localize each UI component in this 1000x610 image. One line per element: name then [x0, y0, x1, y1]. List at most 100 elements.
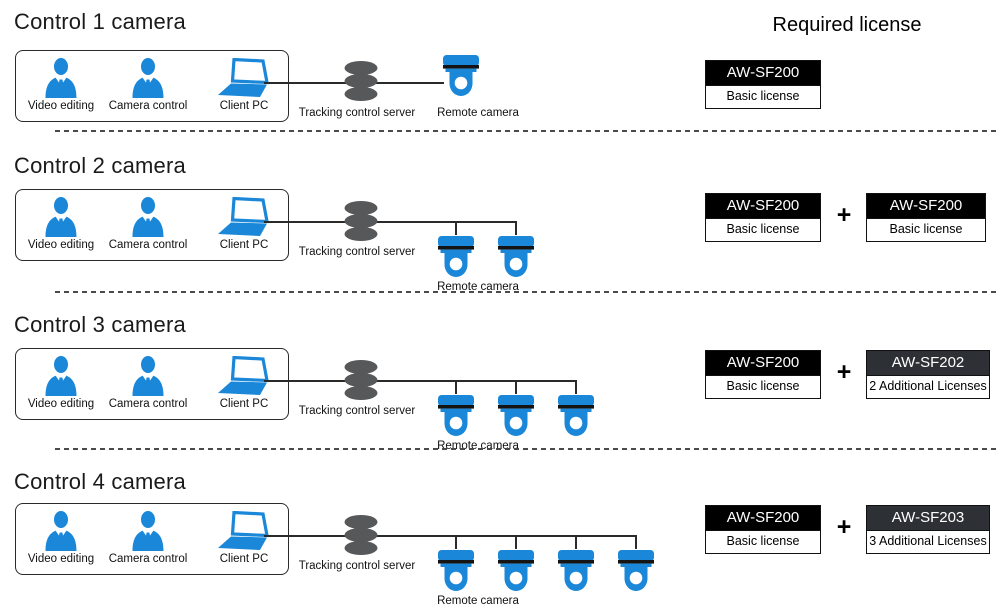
remote-camera-icon	[442, 54, 480, 98]
person-icon	[44, 58, 78, 98]
laptop-icon	[217, 58, 271, 98]
client-pc-label: Client PC	[219, 239, 269, 251]
camera-drop-line	[455, 535, 457, 549]
row-control-3-camera: Control 3 camera Video editing Camera co…	[0, 293, 1000, 452]
plus-sign: +	[836, 201, 852, 229]
camera-control-label: Camera control	[108, 398, 188, 410]
license-model: AW-SF200	[706, 61, 820, 85]
remote-camera-label: Remote camera	[437, 595, 519, 607]
license-desc: Basic license	[706, 530, 820, 553]
remote-camera-icon	[617, 549, 655, 593]
video-editing-item: Video editing	[19, 356, 103, 410]
server-icon	[341, 200, 381, 244]
client-pc-item: Client PC	[202, 356, 286, 410]
connection-line	[264, 221, 516, 223]
license-desc: 2 Additional Licenses	[867, 375, 989, 398]
license-desc: Basic license	[706, 218, 820, 241]
camera-drop-line	[515, 380, 517, 394]
license-desc: Basic license	[867, 218, 985, 241]
dashed-divider	[55, 448, 996, 450]
client-pc-label: Client PC	[219, 553, 269, 565]
dashed-divider	[55, 291, 996, 293]
row-control-1-camera: Control 1 camera Video editing Camera co…	[0, 0, 1000, 132]
person-icon	[131, 356, 165, 396]
remote-camera-icon	[557, 549, 595, 593]
camera-control-label: Camera control	[108, 553, 188, 565]
video-editing-item: Video editing	[19, 58, 103, 112]
server-label: Tracking control server	[298, 405, 416, 417]
required-license-header: Required license	[772, 14, 922, 36]
client-pc-item: Client PC	[202, 197, 286, 251]
license-desc: Basic license	[706, 375, 820, 398]
remote-camera-icon	[497, 235, 535, 279]
license-model: AW-SF202	[867, 351, 989, 375]
license-model: AW-SF203	[867, 506, 989, 530]
person-icon	[131, 197, 165, 237]
camera-drop-line	[575, 380, 577, 394]
laptop-icon	[217, 356, 271, 396]
workstation-box: Video editing Camera control Client PC	[15, 503, 289, 575]
license-card: AW-SF203 3 Additional Licenses	[866, 505, 990, 554]
laptop-icon	[217, 197, 271, 237]
video-editing-label: Video editing	[27, 239, 95, 251]
license-model: AW-SF200	[706, 351, 820, 375]
camera-drop-line	[515, 535, 517, 549]
license-desc: 3 Additional Licenses	[867, 530, 989, 553]
license-model: AW-SF200	[867, 194, 985, 218]
person-icon	[44, 356, 78, 396]
workstation-box: Video editing Camera control Client PC	[15, 189, 289, 261]
remote-camera-icon	[497, 394, 535, 438]
remote-camera-label: Remote camera	[437, 107, 519, 119]
remote-camera-icon	[497, 549, 535, 593]
dashed-divider	[55, 130, 996, 132]
row-title: Control 1 camera	[14, 9, 186, 34]
license-card: AW-SF200 Basic license	[705, 350, 821, 399]
connection-line	[264, 535, 636, 537]
license-card: AW-SF200 Basic license	[705, 505, 821, 554]
camera-control-label: Camera control	[108, 239, 188, 251]
license-model: AW-SF200	[706, 506, 820, 530]
client-pc-item: Client PC	[202, 511, 286, 565]
server-label: Tracking control server	[298, 107, 416, 119]
plus-sign: +	[836, 358, 852, 386]
video-editing-label: Video editing	[27, 553, 95, 565]
camera-control-item: Camera control	[106, 356, 190, 410]
connection-line	[264, 380, 576, 382]
license-card: AW-SF200 Basic license	[705, 60, 821, 109]
person-icon	[44, 197, 78, 237]
remote-camera-icon	[437, 549, 475, 593]
camera-control-item: Camera control	[106, 58, 190, 112]
license-card: AW-SF200 Basic license	[705, 193, 821, 242]
row-title: Control 2 camera	[14, 153, 186, 178]
license-card: AW-SF202 2 Additional Licenses	[866, 350, 990, 399]
laptop-icon	[217, 511, 271, 551]
license-model: AW-SF200	[706, 194, 820, 218]
plus-sign: +	[836, 513, 852, 541]
camera-control-item: Camera control	[106, 197, 190, 251]
video-editing-label: Video editing	[27, 100, 95, 112]
client-pc-label: Client PC	[219, 398, 269, 410]
row-title: Control 4 camera	[14, 469, 186, 494]
license-card: AW-SF200 Basic license	[866, 193, 986, 242]
row-title: Control 3 camera	[14, 312, 186, 337]
person-icon	[131, 58, 165, 98]
person-icon	[44, 511, 78, 551]
license-desc: Basic license	[706, 85, 820, 108]
remote-camera-icon	[557, 394, 595, 438]
video-editing-item: Video editing	[19, 197, 103, 251]
video-editing-label: Video editing	[27, 398, 95, 410]
row-control-2-camera: Control 2 camera Video editing Camera co…	[0, 132, 1000, 293]
camera-control-item: Camera control	[106, 511, 190, 565]
server-icon	[341, 359, 381, 403]
client-pc-item: Client PC	[202, 58, 286, 112]
remote-camera-icon	[437, 394, 475, 438]
server-icon	[341, 60, 381, 104]
remote-camera-label: Remote camera	[437, 281, 519, 293]
camera-drop-line	[575, 535, 577, 549]
row-control-4-camera: Control 4 camera Video editing Camera co…	[0, 450, 1000, 610]
camera-control-label: Camera control	[108, 100, 188, 112]
workstation-box: Video editing Camera control Client PC	[15, 50, 289, 122]
server-icon	[341, 514, 381, 558]
camera-drop-line	[515, 221, 517, 235]
